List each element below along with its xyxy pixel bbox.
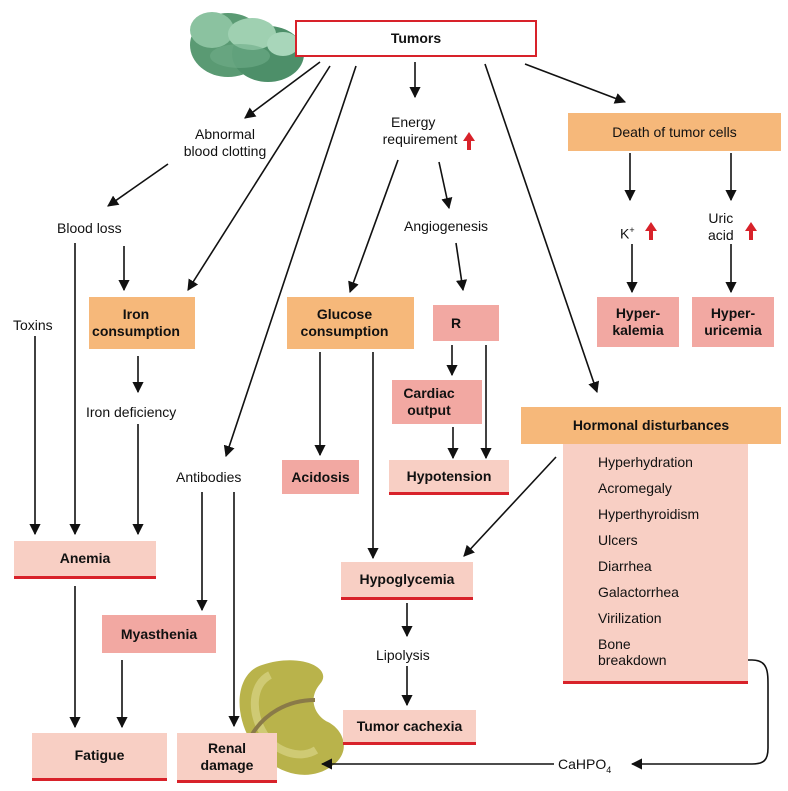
toxins-label: Toxins — [13, 317, 53, 333]
list-item: Galactorrhea — [598, 584, 679, 600]
angiogenesis-label: Angiogenesis — [404, 218, 489, 234]
blood-loss-label: Blood loss — [57, 220, 122, 236]
hypoglycemia-box: Hypoglycemia — [341, 562, 473, 600]
anemia-label: Anemia — [59, 550, 111, 566]
tumors-box: Tumors — [295, 20, 537, 57]
list-item: breakdown — [598, 652, 667, 668]
list-item: Ulcers — [598, 532, 638, 548]
cahpo4-label: CaHPO4 — [558, 756, 612, 775]
death-of-tumor-cells-label: Death of tumor cells — [612, 123, 737, 140]
k-up-icon — [645, 222, 657, 240]
list-item: Acromegaly — [598, 480, 672, 496]
fatigue-box: Fatigue — [32, 733, 167, 781]
fatigue-label: Fatigue — [74, 747, 125, 763]
death-of-tumor-cells-box: Death of tumor cells — [568, 113, 781, 151]
hyperkalemia-box: Hyper-kalemia — [597, 297, 679, 347]
list-item: Hyperhydration — [598, 454, 693, 470]
r-label: R — [451, 314, 462, 331]
k-label: K+ — [620, 225, 635, 242]
tumors-label: Tumors — [390, 30, 442, 46]
myasthenia-box: Myasthenia — [102, 615, 216, 653]
hypoglycemia-label: Hypoglycemia — [359, 571, 455, 587]
antibodies-label: Antibodies — [176, 469, 242, 485]
hormonal-effects-list: Hyperhydration Acromegaly Hyperthyroidis… — [563, 444, 748, 684]
hypotension-box: Hypotension — [389, 460, 509, 495]
hyperuricemia-box: Hyper-uricemia — [692, 297, 774, 347]
anemia-box: Anemia — [14, 541, 156, 579]
iron-deficiency-label: Iron deficiency — [86, 404, 177, 420]
hormonal-disturbances-box: Hormonal disturbances — [521, 407, 781, 444]
change-indicators — [170, 132, 757, 412]
energy-up-icon — [463, 132, 475, 150]
list-item: Hyperthyroidism — [598, 506, 700, 522]
acidosis-box: Acidosis — [282, 460, 359, 494]
uric-up-icon — [745, 222, 757, 240]
lipolysis-label: Lipolysis — [376, 647, 430, 663]
tumor-cachexia-box: Tumor cachexia — [343, 710, 476, 745]
list-item: Diarrhea — [598, 558, 652, 574]
list-item: Virilization — [598, 610, 662, 626]
hypotension-label: Hypotension — [406, 467, 492, 484]
acidosis-label: Acidosis — [291, 468, 350, 485]
list-item: Bone — [598, 636, 631, 652]
hormonal-disturbances-label: Hormonal disturbances — [572, 417, 730, 433]
tumor-cachexia-label: Tumor cachexia — [356, 717, 463, 734]
myasthenia-label: Myasthenia — [120, 625, 198, 642]
r-box: R — [433, 305, 499, 341]
connector-arrows — [29, 61, 769, 770]
tumor-cells-image — [190, 12, 304, 82]
